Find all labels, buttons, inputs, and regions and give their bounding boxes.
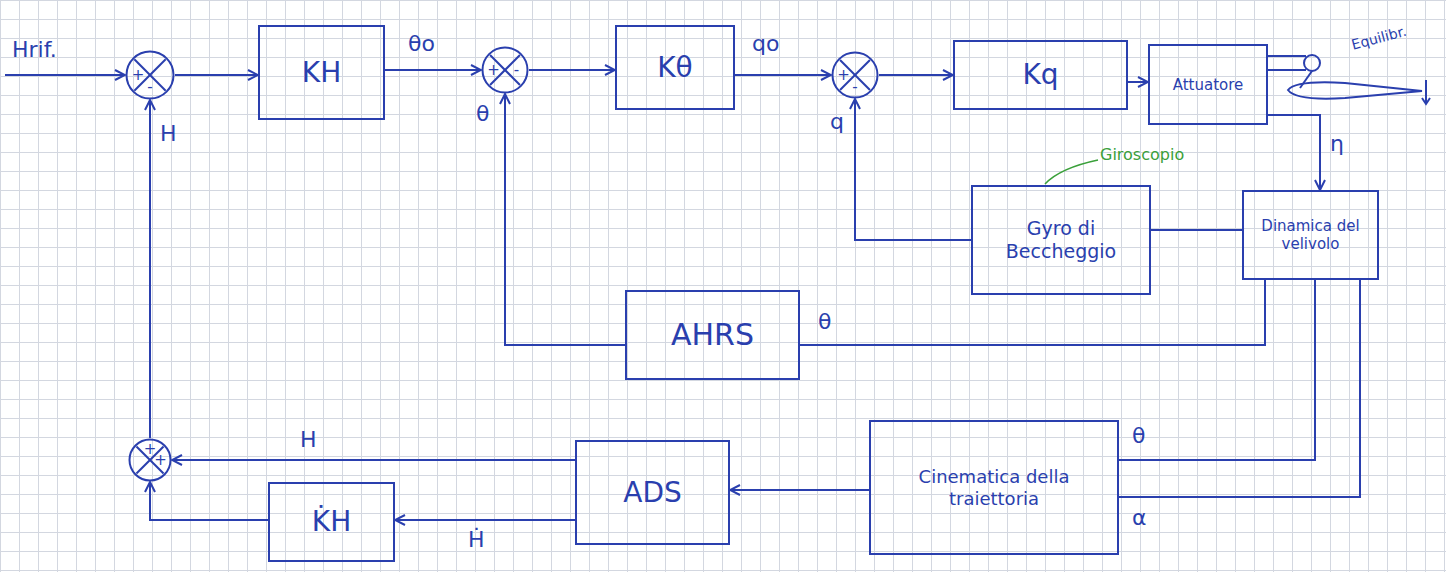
signal-connector	[879, 74, 953, 76]
signal-label: H	[160, 122, 177, 146]
reference-label: Hrif.	[12, 38, 57, 62]
deflection-arrow-head	[1422, 98, 1430, 104]
box-label: Attuatore	[1173, 76, 1244, 94]
signal-label: θ	[476, 102, 489, 126]
signal-connector	[529, 69, 615, 71]
elevator-pivot	[1304, 55, 1320, 71]
signal-connector	[1119, 280, 1315, 460]
actuator-rod	[1268, 55, 1306, 57]
box-label: Dinamica del velivolo	[1250, 217, 1371, 253]
signal-label: η	[1330, 132, 1344, 156]
signal-label: qo	[752, 32, 779, 56]
box-label: ADS	[623, 476, 682, 510]
signal-connector	[800, 280, 1265, 345]
signal-connector	[1151, 229, 1242, 231]
signal-connector	[735, 74, 831, 76]
box-label: AHRS	[671, 317, 754, 353]
sign-label: +	[154, 453, 167, 468]
sensor-box: ADS	[575, 440, 730, 545]
signal-connector	[1128, 81, 1148, 83]
signal-label: θ	[1132, 424, 1145, 448]
signal-label: θ	[818, 310, 831, 334]
summing-junction: +-	[125, 50, 175, 100]
signal-connector	[149, 100, 151, 438]
gain-box: Kθ	[615, 25, 735, 110]
actuator-box: Attuatore	[1148, 44, 1268, 125]
box-label: Gyro di Beccheggio	[979, 217, 1143, 263]
junction-circle	[833, 53, 878, 98]
elevator-airfoil	[1288, 82, 1422, 98]
junction-circle	[130, 440, 171, 481]
junction-circle	[483, 48, 528, 93]
elevator-illustration	[1268, 55, 1430, 104]
gain-box: Kq	[953, 40, 1128, 110]
reference-input-line	[5, 74, 125, 76]
signal-connector	[1268, 115, 1320, 190]
signal-label: H	[300, 428, 317, 452]
box-label: K̇H	[312, 505, 351, 539]
junction-circle	[127, 52, 174, 99]
signal-connector	[385, 69, 481, 71]
signal-connector	[730, 489, 869, 491]
box-label: Kq	[1022, 58, 1058, 92]
signal-label: Ḣ	[468, 528, 485, 552]
signal-label: α	[1132, 506, 1147, 530]
signal-label: q	[830, 110, 844, 134]
annotation-label: Giroscopio	[1100, 146, 1184, 164]
signal-label: θo	[408, 32, 435, 56]
signal-connector	[150, 482, 268, 520]
elevator-horn	[1300, 71, 1312, 88]
kinematics-box: Cinematica della traiettoria	[869, 420, 1119, 555]
signal-connector	[855, 99, 971, 240]
gain-box: KH	[258, 25, 385, 120]
sensor-box: Gyro di Beccheggio	[971, 185, 1151, 295]
sign-label: +	[132, 68, 145, 83]
signal-connector	[505, 94, 625, 345]
sign-label: -	[147, 80, 152, 95]
signal-connector	[175, 74, 258, 76]
box-label: Cinematica della traiettoria	[877, 466, 1111, 509]
deflection-arrow	[1425, 80, 1427, 104]
summing-junction: +-	[831, 51, 879, 99]
sign-label: -	[514, 63, 519, 78]
signal-connector	[395, 519, 575, 521]
actuator-rod	[1268, 69, 1306, 71]
gain-box: K̇H	[268, 482, 395, 562]
summing-junction: ++	[128, 438, 172, 482]
box-label: Kθ	[657, 51, 693, 85]
summing-junction: +-	[481, 46, 529, 94]
sign-label: -	[852, 79, 857, 94]
signal-connector	[1119, 280, 1360, 497]
sensor-box: AHRS	[625, 290, 800, 380]
annotation-label: Equilibr.	[1350, 24, 1408, 53]
sign-label: +	[837, 68, 850, 83]
dynamics-box: Dinamica del velivolo	[1242, 190, 1379, 280]
box-label: KH	[302, 56, 341, 90]
signal-connector	[172, 459, 575, 461]
sign-label: +	[487, 63, 500, 78]
gyro-leader-line	[1045, 160, 1098, 184]
connector-group	[150, 70, 1360, 520]
